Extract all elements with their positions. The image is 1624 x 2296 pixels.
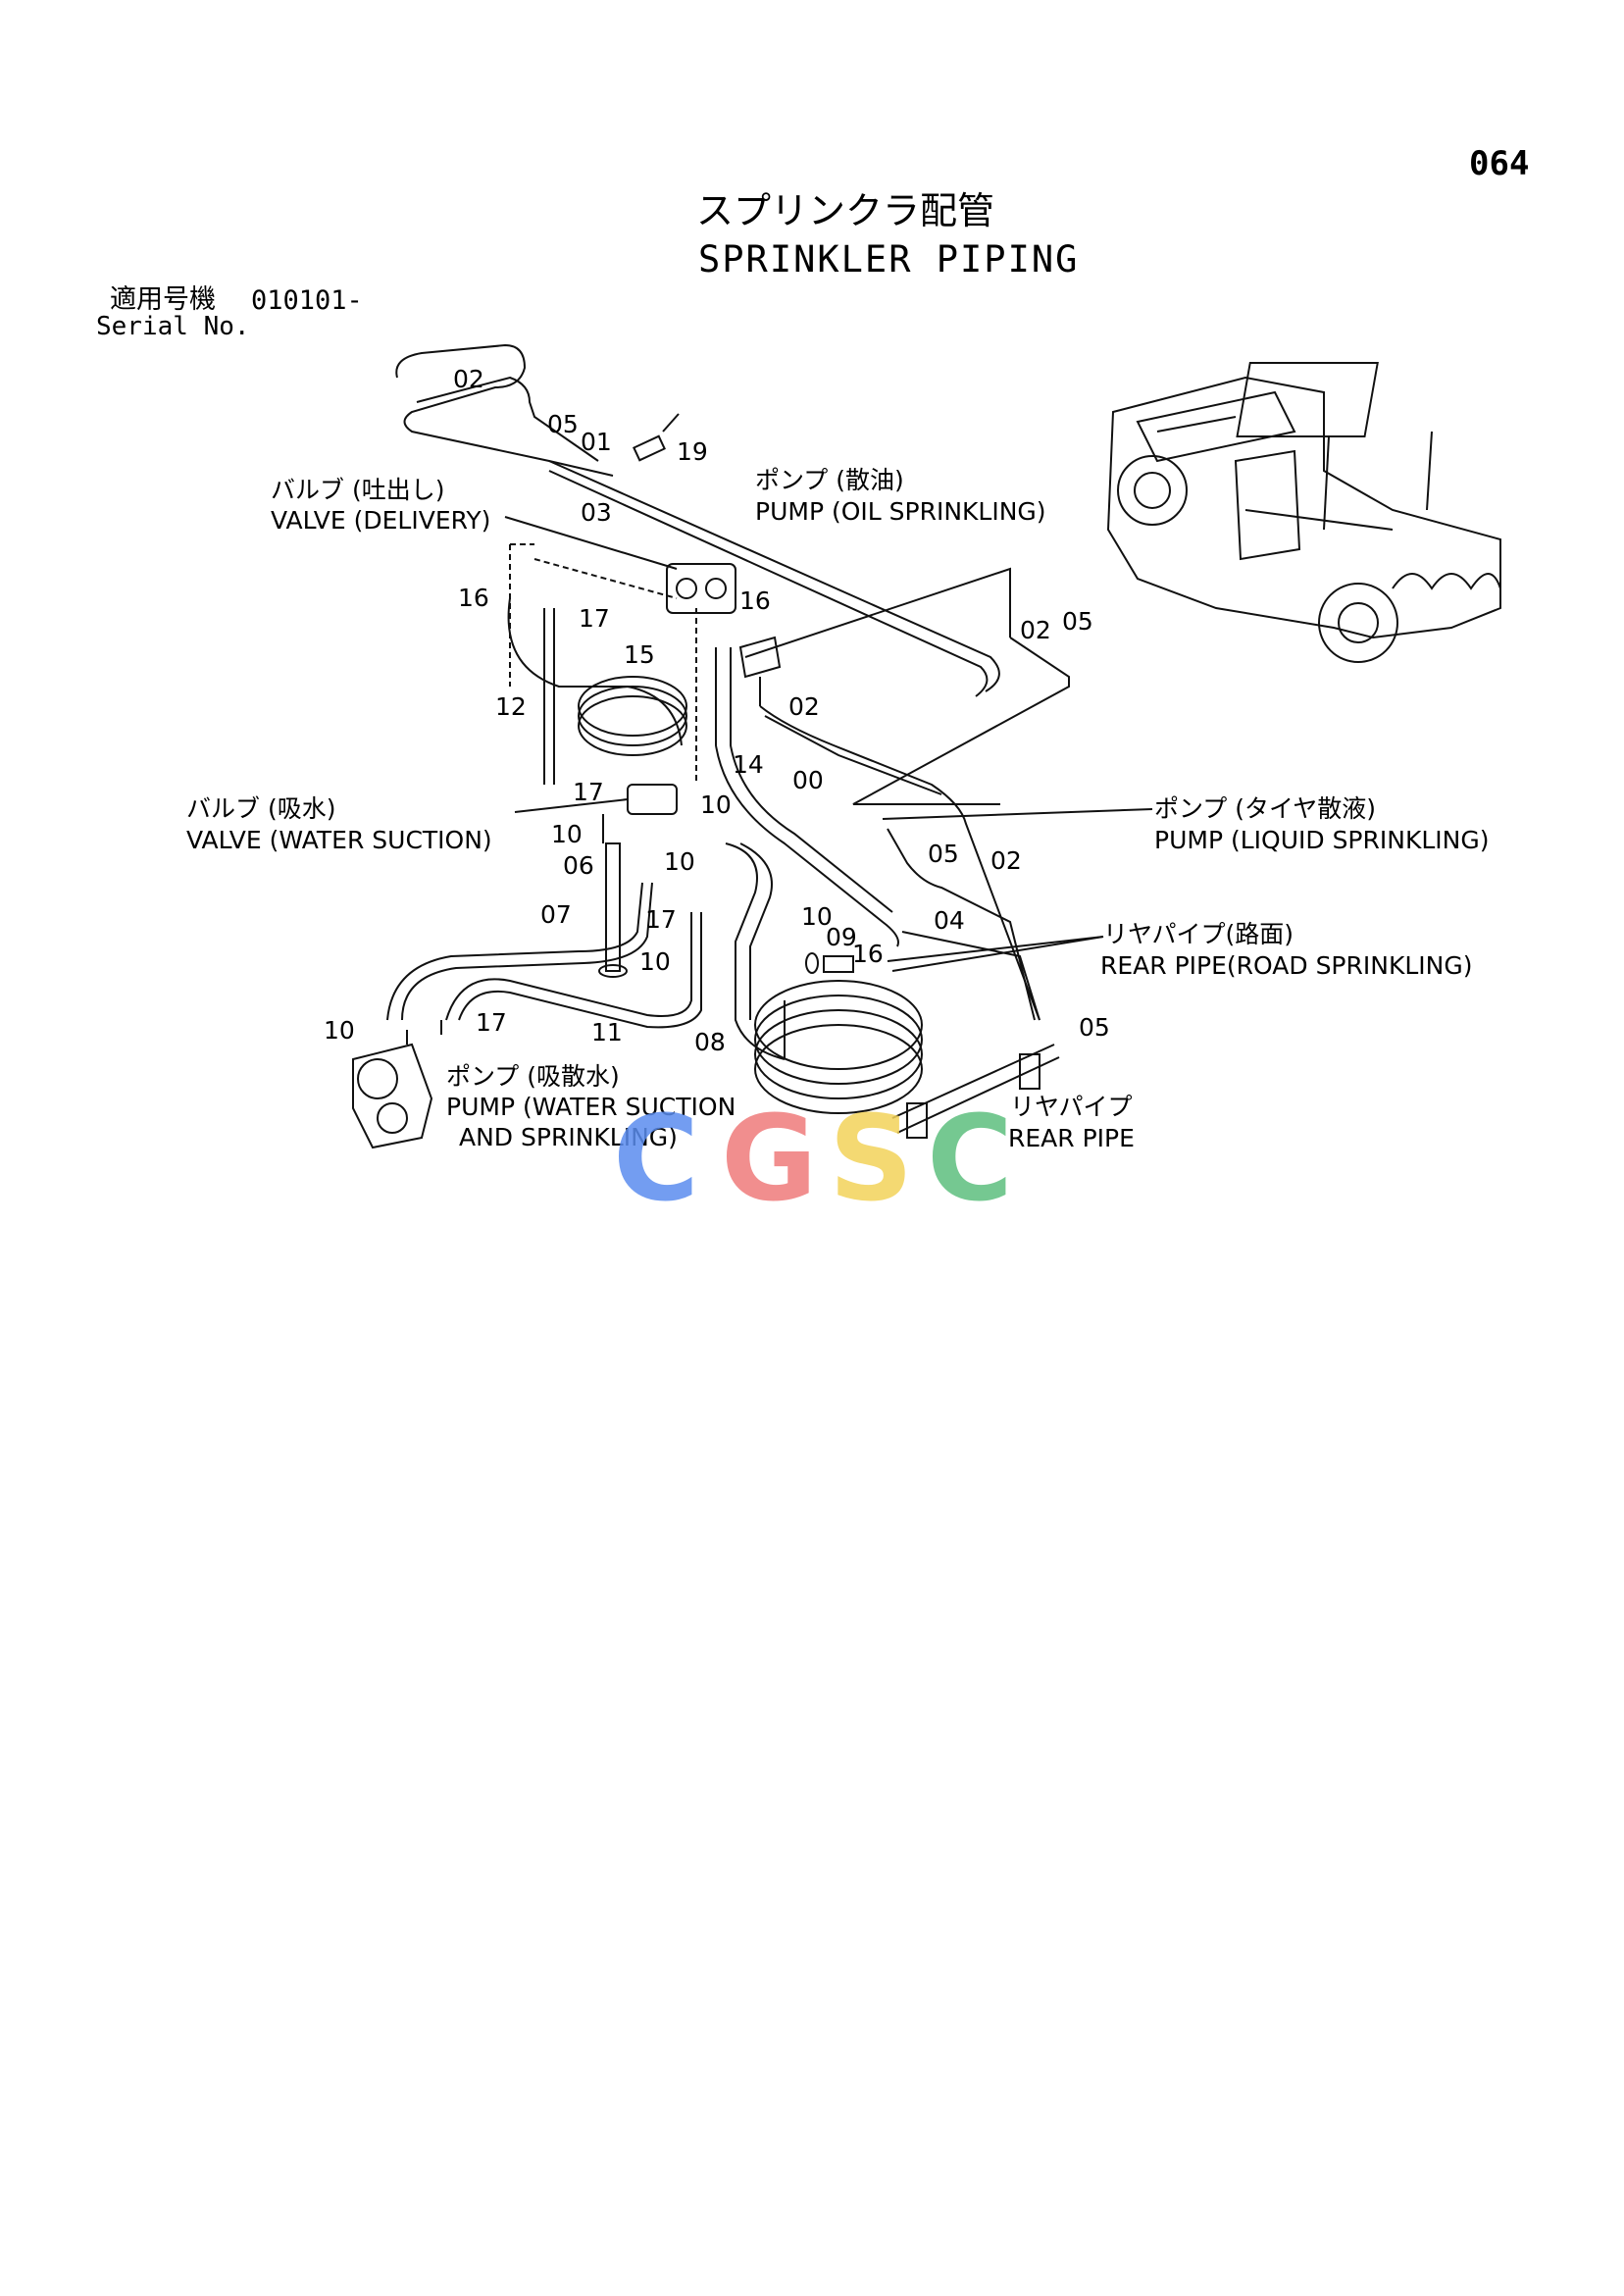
part-number: 08 xyxy=(694,1028,726,1056)
pump-water-body xyxy=(352,1043,433,1149)
part-number: 05 xyxy=(547,410,579,438)
watermark-letter: C xyxy=(613,1106,699,1214)
part-number: 02 xyxy=(788,692,820,721)
pipe-04 xyxy=(901,931,1040,1021)
top-pipe-loop-inner xyxy=(416,376,599,462)
part-number: 17 xyxy=(579,604,610,633)
delivery-bracket-box xyxy=(509,543,697,785)
pump-liquid-label-jp: ポンプ (タイヤ散液) xyxy=(1154,794,1376,823)
watermark-letter: G xyxy=(721,1106,818,1214)
cgsc-watermark-logo: C G S C xyxy=(613,1106,1013,1214)
hose-16-left xyxy=(507,597,683,746)
pump-oil-label-jp: ポンプ (散油) xyxy=(755,466,904,494)
serial-label-jp: 適用号機 xyxy=(110,284,216,315)
top-pipe-loop xyxy=(395,343,614,477)
pump-water-label-en-2: AND SPRINKLING) xyxy=(459,1123,678,1151)
fitting-09 xyxy=(823,955,854,973)
valve-delivery-label-en: VALVE (DELIVERY) xyxy=(271,506,491,535)
machine-sketch xyxy=(1106,362,1501,663)
page-title-en: SPRINKLER PIPING xyxy=(698,238,1080,281)
part-number: 10 xyxy=(639,947,671,976)
pump-oil-label-en: PUMP (OIL SPRINKLING) xyxy=(755,497,1046,526)
pipe-00 xyxy=(759,705,1040,1021)
page-number: 064 xyxy=(1469,144,1530,183)
part-number: 17 xyxy=(645,905,677,934)
hose-14 xyxy=(715,647,899,947)
valve-suction-label-en: VALVE (WATER SUCTION) xyxy=(186,826,492,854)
part-number: 12 xyxy=(495,692,527,721)
part-number: 14 xyxy=(733,750,764,779)
pump-oil-bracket xyxy=(744,567,1070,805)
fitting-19 xyxy=(633,434,666,462)
part-number: 15 xyxy=(624,640,655,669)
hose-07 xyxy=(386,882,643,1021)
rear-pipe-road-label-jp: リヤパイプ(路面) xyxy=(1103,920,1294,948)
main-pipe-2 xyxy=(548,470,989,697)
part-number: 05 xyxy=(928,840,959,868)
pipe-06 xyxy=(605,842,621,972)
serial-value: 010101- xyxy=(251,285,363,316)
rear-pipe-label-jp: リヤパイプ xyxy=(1010,1093,1133,1121)
coil-08 xyxy=(754,1024,923,1114)
rear-pipe xyxy=(891,1044,1060,1134)
main-pipe-1 xyxy=(548,460,1000,692)
part-number: 10 xyxy=(801,902,833,931)
part-number: 10 xyxy=(664,847,695,876)
rear-pipe-road-label-en: REAR PIPE(ROAD SPRINKLING) xyxy=(1100,951,1473,980)
serial-label-en: Serial No. xyxy=(96,312,250,341)
part-number: 06 xyxy=(563,851,594,880)
part-number: 10 xyxy=(551,820,583,848)
pump-liquid-label-en: PUMP (LIQUID SPRINKLING) xyxy=(1154,826,1490,854)
part-number: 02 xyxy=(453,365,484,393)
pump-water-label-en-1: PUMP (WATER SUCTION xyxy=(446,1093,736,1121)
part-number: 00 xyxy=(792,766,824,794)
valve-suction-label-jp: バルブ (吸水) xyxy=(186,794,336,823)
coil-15 xyxy=(578,695,687,756)
part-number: 09 xyxy=(826,923,857,951)
part-number: 01 xyxy=(581,428,612,456)
pump-oil-body xyxy=(738,636,782,679)
part-number: 03 xyxy=(581,498,612,527)
part-number: 11 xyxy=(591,1018,623,1046)
valve-delivery-body xyxy=(666,563,736,614)
part-number: 02 xyxy=(1020,616,1051,644)
watermark-letter: S xyxy=(829,1106,913,1214)
pipe-liquid xyxy=(887,828,1036,1021)
part-number: 05 xyxy=(1062,607,1093,636)
part-number: 16 xyxy=(458,584,489,612)
rear-pipe-label-en: REAR PIPE xyxy=(1008,1124,1135,1152)
part-number: 02 xyxy=(990,846,1022,875)
part-number: 10 xyxy=(700,791,732,819)
part-number: 17 xyxy=(476,1008,507,1037)
valve-suction-body xyxy=(627,784,678,815)
hose-11 xyxy=(445,912,692,1021)
part-number: 10 xyxy=(324,1016,355,1045)
part-number: 19 xyxy=(677,437,708,466)
watermark-letter: C xyxy=(927,1106,1013,1214)
page-title-jp: スプリンクラ配管 xyxy=(696,189,995,232)
part-number: 05 xyxy=(1079,1013,1110,1042)
valve-delivery-label-jp: バルブ (吐出し) xyxy=(271,476,445,504)
part-number: 07 xyxy=(540,900,572,929)
part-number: 17 xyxy=(573,778,604,806)
part-number: 16 xyxy=(852,940,884,968)
part-number: 04 xyxy=(934,906,965,935)
part-number: 16 xyxy=(739,587,771,615)
pump-water-label-jp: ポンプ (吸散水) xyxy=(446,1062,620,1091)
